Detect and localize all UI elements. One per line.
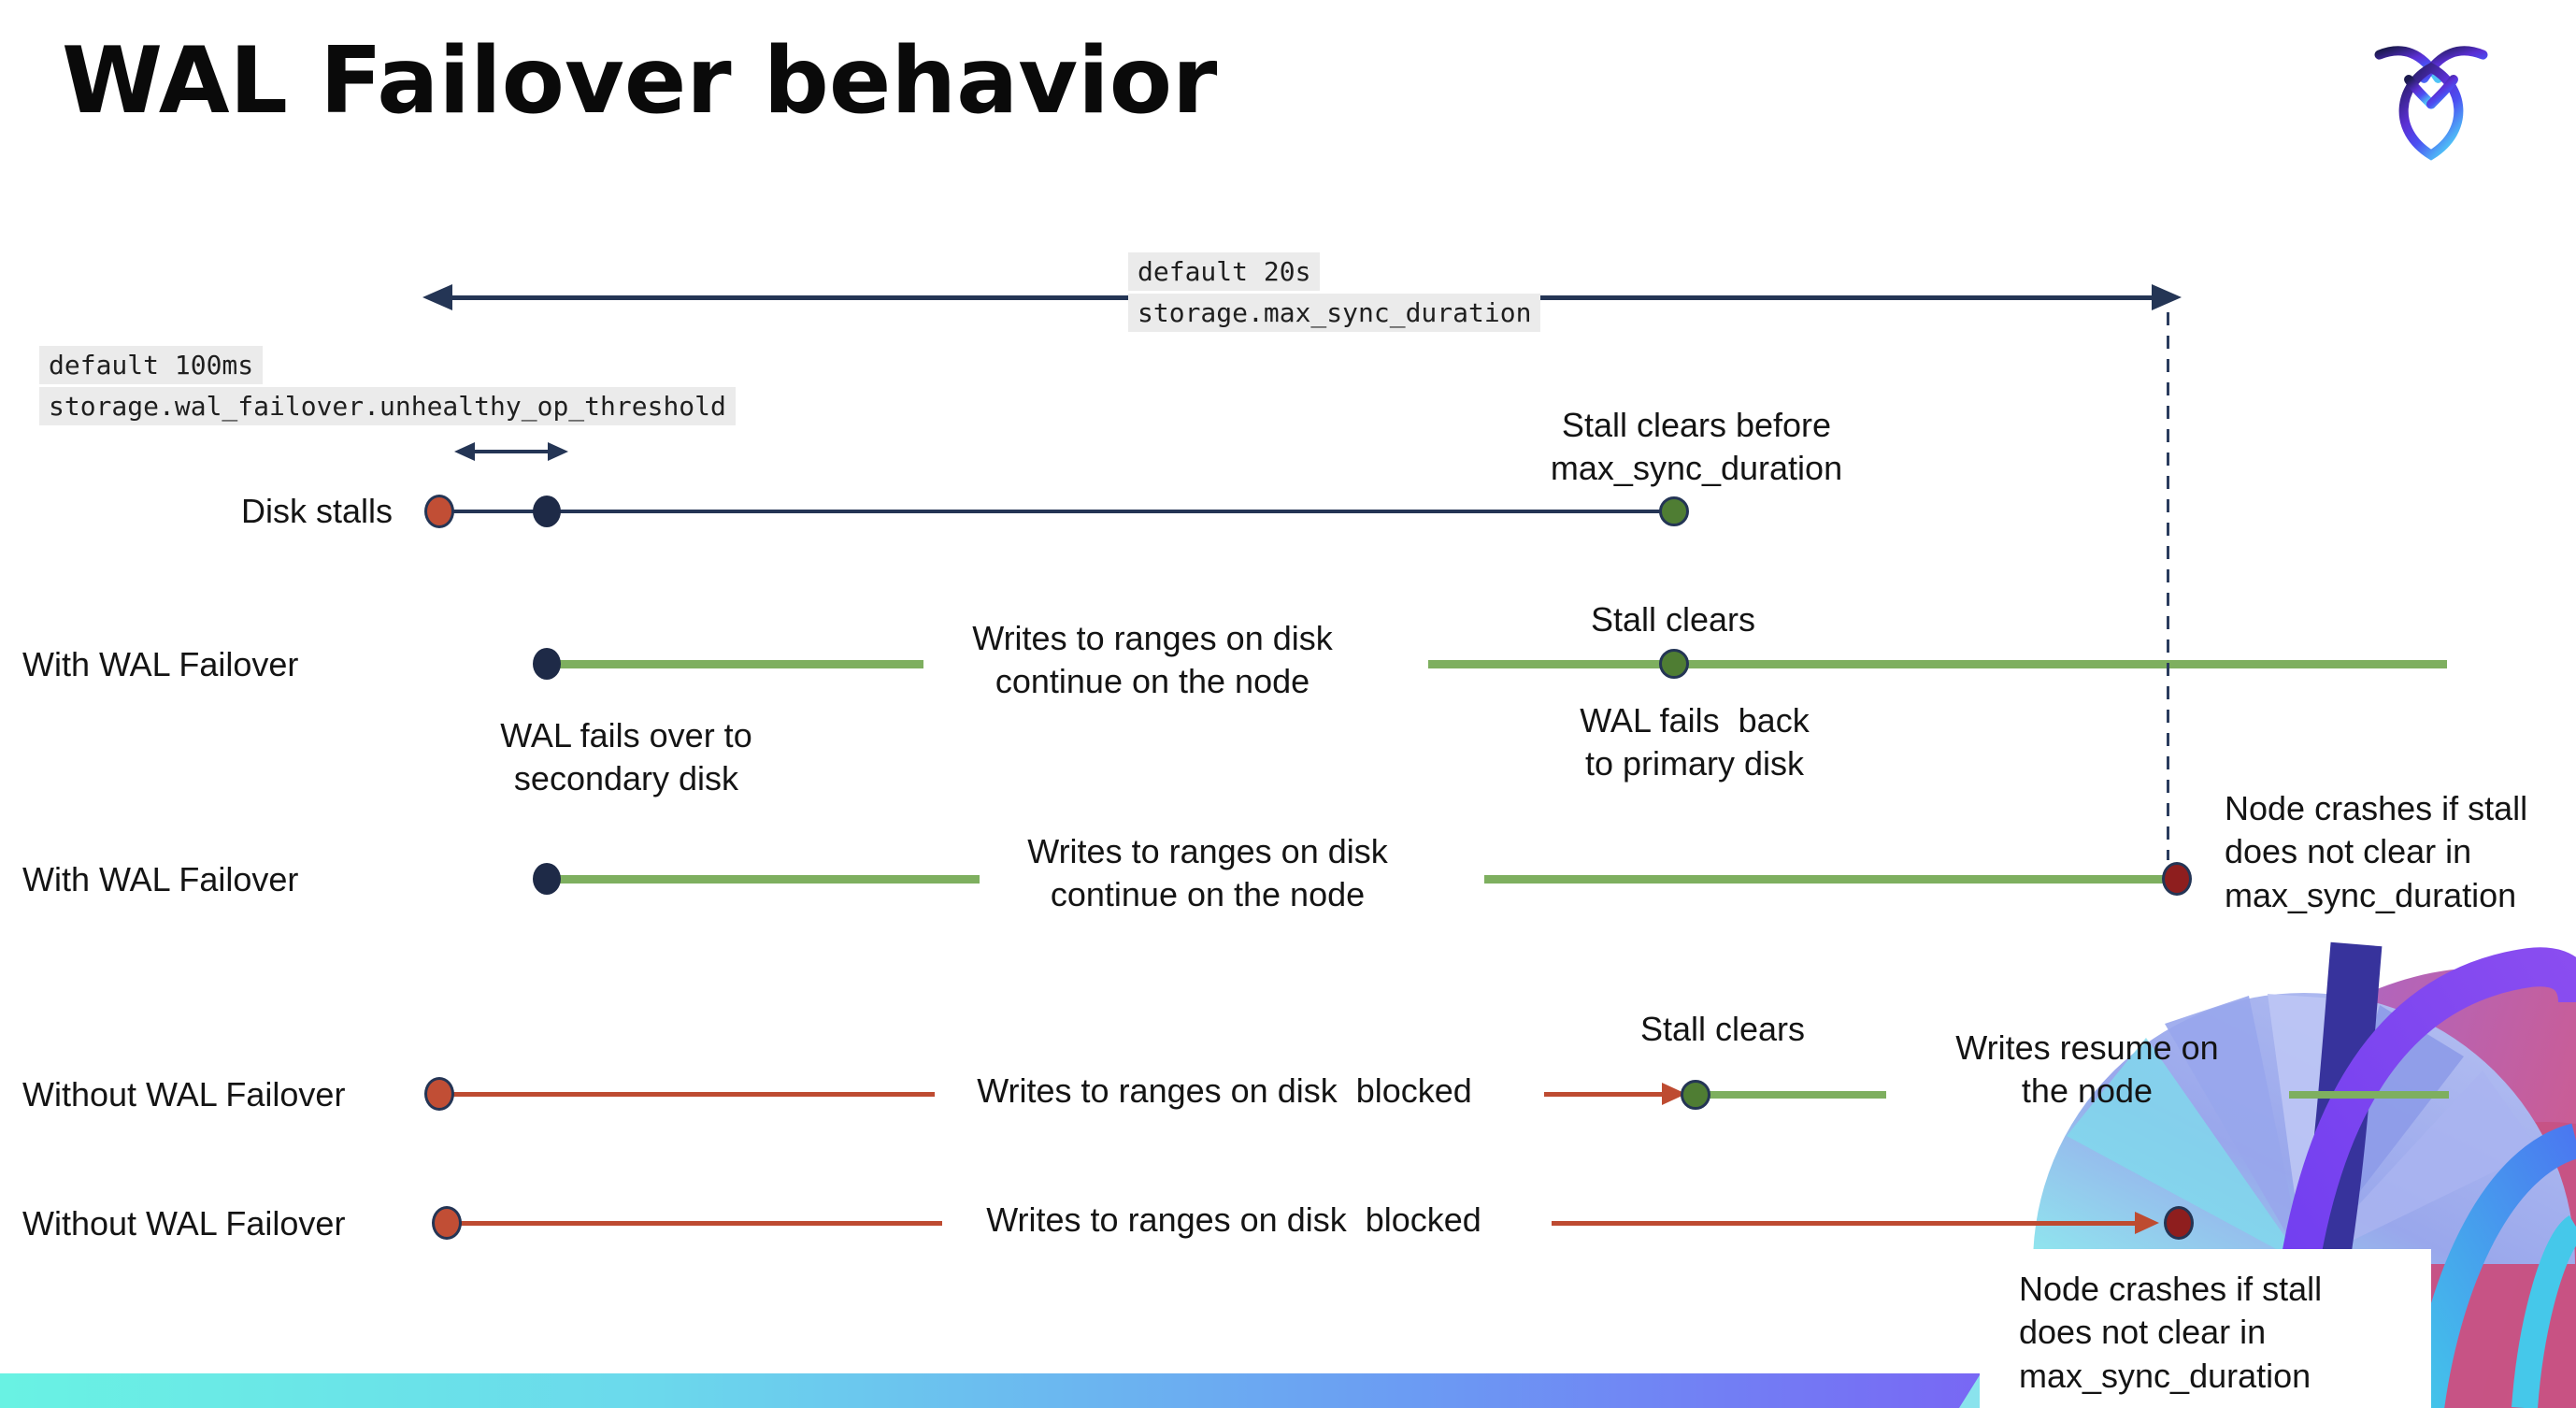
row-label-without-wal-failover-1: Without WAL Failover [22,1075,346,1113]
page-title: WAL Failover behavior [62,28,1218,135]
stall-start-dot [424,495,454,528]
unhealthy-op-setting-label: storage.wal_failover.unhealthy_op_thresh… [39,387,736,425]
writes-continue-segment-4 [1484,875,2173,884]
stall-clears-note-1: Stall clears [1590,600,1756,639]
disk-stall-timeline [439,510,1674,513]
writes-blocked-note-2: Writes to ranges on disk blocked [986,1200,1481,1239]
writes-blocked-segment-3 [447,1221,942,1226]
stall-clear-dot-3 [1681,1080,1710,1110]
stall-start-dot-2 [424,1077,454,1111]
stall-clear-dot [1659,496,1689,526]
node-crash-dot-2 [2164,1206,2194,1240]
writes-resume-note: Writes resume on the node [1955,1028,2219,1111]
max-sync-default-label: default 20s [1128,252,1321,291]
cockroachdb-logo-icon [2374,46,2488,161]
node-crashes-callout: Node crashes if stall does not clear in … [1980,1249,2431,1408]
failover-dot-2 [533,863,561,895]
node-crashes-note-2: Node crashes if stall does not clear in … [2019,1270,2323,1395]
writes-resume-segment [1709,1091,1886,1099]
node-crash-dot [2162,862,2192,896]
writes-continue-segment-2 [1428,660,2447,668]
writes-blocked-segment-4 [1552,1221,2137,1226]
stall-clear-dot-2 [1659,649,1689,679]
max-sync-deadline-line [2167,312,2169,860]
arrow-left-head-icon [422,284,452,310]
writes-continue-note-2: Writes to ranges on disk continue on the… [1027,832,1388,914]
writes-continue-note-1: Writes to ranges on disk continue on the… [972,619,1333,701]
node-crashes-note-1: Node crashes if stall does not clear in … [2225,789,2528,914]
wal-fails-back-note: WAL fails back to primary disk [1580,701,1810,783]
threshold-dot [533,496,561,527]
threshold-arrow-line [471,450,550,453]
arrow-right-head-icon [2152,284,2182,310]
blocked-arrow-head-icon-2 [2135,1212,2159,1234]
stall-clears-before-note: Stall clears before max_sync_duration [1550,406,1843,488]
wal-fails-over-note: WAL fails over to secondary disk [500,716,752,798]
writes-resume-segment-2 [2289,1091,2449,1099]
writes-blocked-note-1: Writes to ranges on disk blocked [977,1071,1472,1110]
threshold-arrow-left-head-icon [454,442,475,461]
stall-start-dot-3 [432,1206,462,1240]
row-label-with-wal-failover-1: With WAL Failover [22,645,299,683]
row-label-without-wal-failover-2: Without WAL Failover [22,1204,346,1243]
writes-continue-segment-3 [547,875,980,884]
writes-blocked-segment [439,1092,935,1097]
writes-blocked-segment-2 [1544,1092,1664,1097]
unhealthy-op-default-label: default 100ms [39,346,264,384]
max-sync-setting-label: storage.max_sync_duration [1128,294,1541,332]
brand-art [1959,941,2576,1408]
threshold-arrow-right-head-icon [548,442,568,461]
stall-clears-note-2: Stall clears [1639,1010,1806,1048]
row-label-disk-stalls: Disk stalls [240,492,393,530]
row-label-with-wal-failover-2: With WAL Failover [22,860,299,898]
writes-continue-segment [547,660,923,668]
failover-dot [533,648,561,680]
